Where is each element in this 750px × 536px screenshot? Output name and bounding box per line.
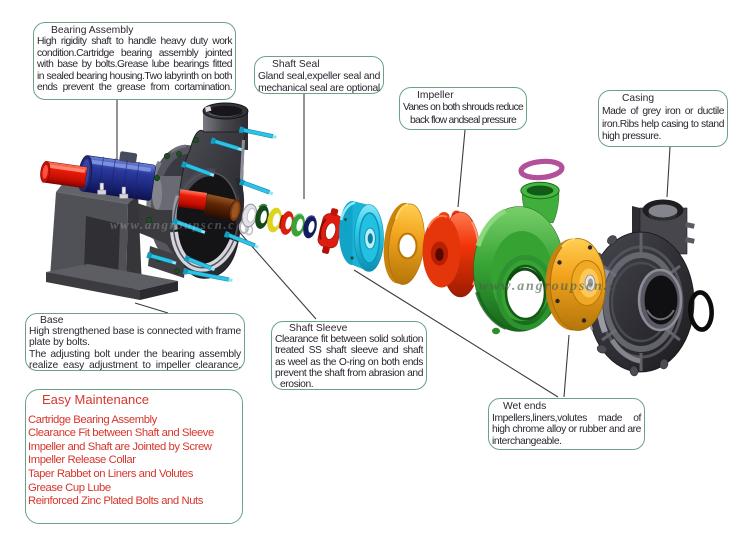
svg-text:www.angroupscn.c: www.angroupscn.c — [110, 217, 235, 232]
svg-text:www.angroupscn.c: www.angroupscn.c — [479, 279, 617, 294]
